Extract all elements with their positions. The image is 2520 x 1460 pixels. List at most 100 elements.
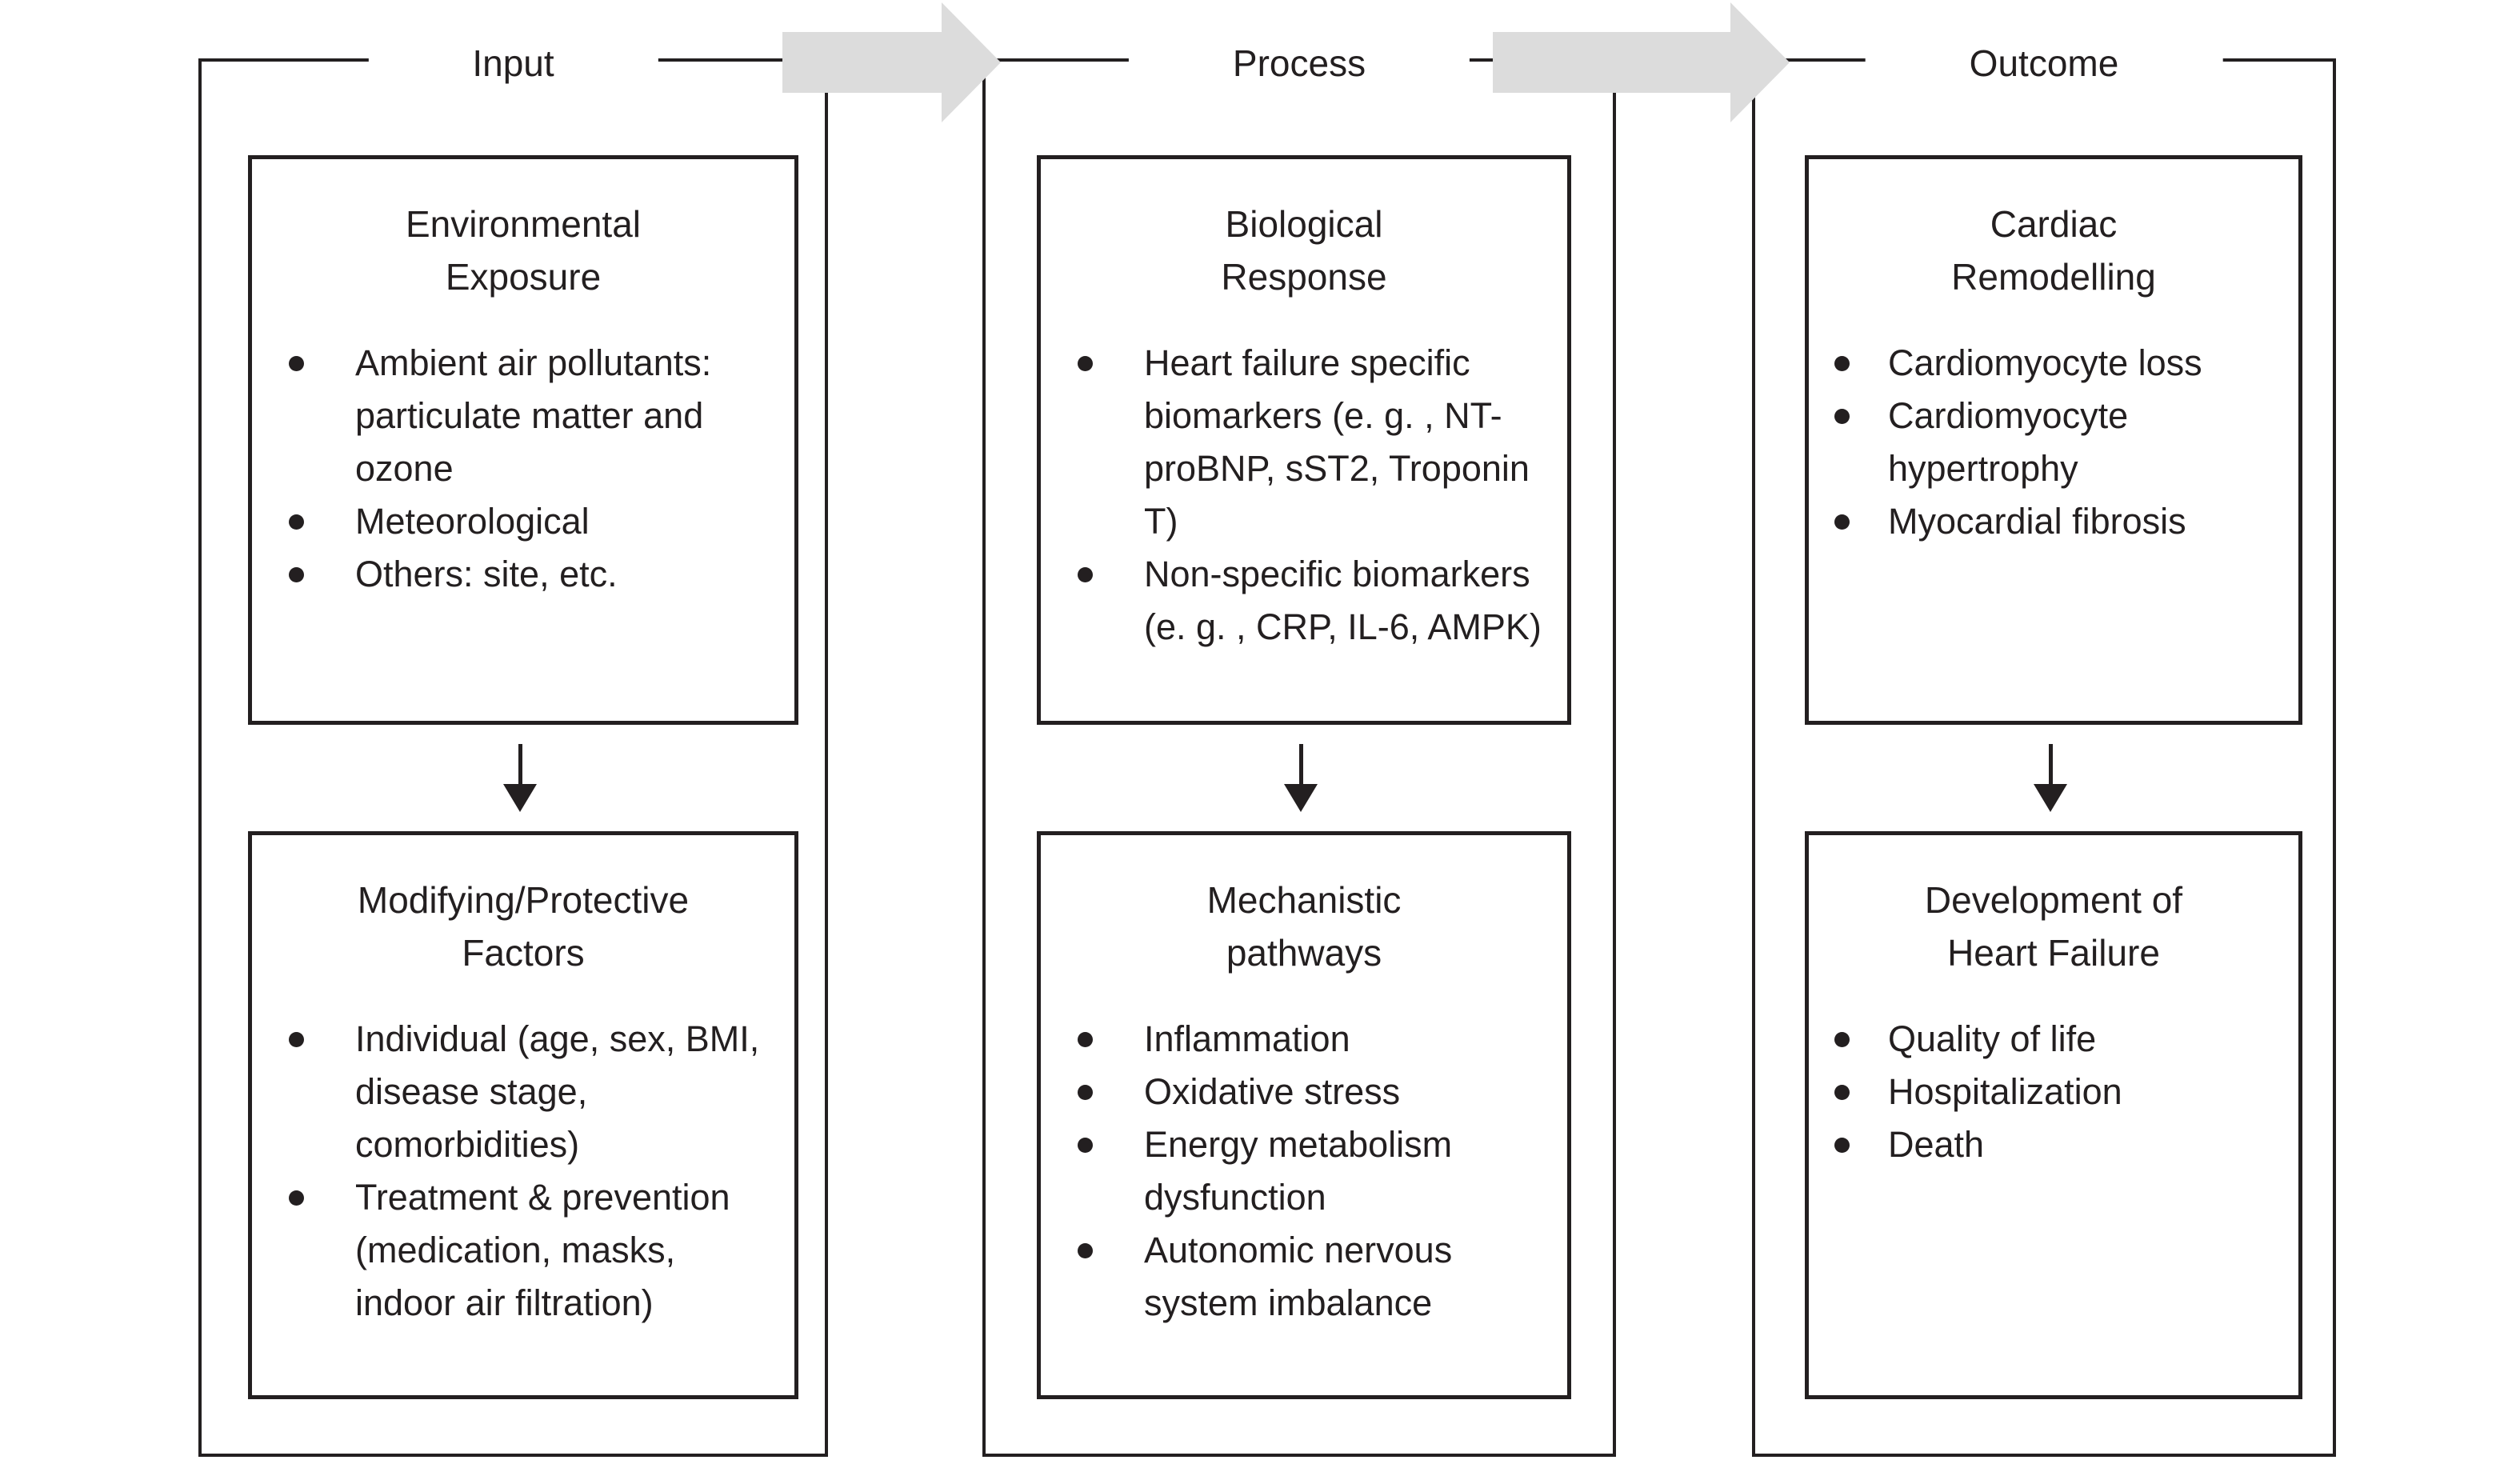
down-arrow-head bbox=[503, 784, 537, 812]
box-biological-response: Biological Response Heart failure specif… bbox=[1037, 155, 1571, 725]
bullet-item: Oxidative stress bbox=[1041, 1066, 1567, 1118]
bullet-dot-icon bbox=[1834, 1085, 1850, 1100]
box-development-of-heart-failure: Development of Heart Failure Quality of … bbox=[1805, 831, 2302, 1399]
bullet-dot-icon bbox=[1834, 1032, 1850, 1047]
bullet-item: Ambient air pollutants: particulate matt… bbox=[252, 337, 794, 495]
bullet-text: Quality of life bbox=[1888, 1018, 2097, 1059]
bullet-dot-icon bbox=[1078, 567, 1093, 582]
down-arrow-icon bbox=[2033, 744, 2068, 812]
bullet-text: Myocardial fibrosis bbox=[1888, 501, 2186, 542]
bullet-item: Cardiomyocyte loss bbox=[1809, 337, 2298, 390]
box-title: Development of Heart Failure bbox=[1809, 874, 2298, 979]
down-arrow-icon bbox=[1283, 744, 1318, 812]
bullet-item: Meteorological bbox=[252, 495, 794, 548]
bullet-dot-icon bbox=[1834, 1138, 1850, 1153]
bullet-text: Cardiomyocyte hypertrophy bbox=[1888, 395, 2129, 489]
box-title-line: pathways bbox=[1226, 932, 1382, 974]
bullet-dot-icon bbox=[1834, 409, 1850, 424]
box-title: Mechanistic pathways bbox=[1041, 874, 1567, 979]
box-modifying-protective-factors: Modifying/Protective Factors Individual … bbox=[248, 831, 798, 1399]
down-arrow-head bbox=[1284, 784, 1318, 812]
box-title-line: Biological bbox=[1225, 203, 1383, 245]
column-header-label: Process bbox=[1128, 37, 1470, 90]
bullet-text: Autonomic nervous system imbalance bbox=[1144, 1230, 1453, 1323]
box-title-line: Development of bbox=[1924, 879, 2183, 921]
flow-arrow-right-icon bbox=[782, 2, 1001, 122]
bullet-item: Hospitalization bbox=[1809, 1066, 2298, 1118]
box-title-line: Remodelling bbox=[1951, 256, 2156, 298]
bullet-dot-icon bbox=[1834, 514, 1850, 530]
flow-arrow-body bbox=[1493, 32, 1730, 93]
box-title: Modifying/Protective Factors bbox=[252, 874, 794, 979]
bullet-list: Ambient air pollutants: particulate matt… bbox=[252, 337, 794, 601]
bullet-text: Death bbox=[1888, 1124, 1985, 1165]
bullet-list: Inflammation Oxidative stress Energy met… bbox=[1041, 1013, 1567, 1330]
bullet-item: Others: site, etc. bbox=[252, 548, 794, 601]
box-title-line: Factors bbox=[462, 932, 585, 974]
bullet-item: Non-specific biomarkers (e. g. , CRP, IL… bbox=[1041, 548, 1567, 654]
bullet-text: Heart failure specific biomarkers (e. g.… bbox=[1144, 342, 1530, 542]
bullet-dot-icon bbox=[1078, 1243, 1093, 1258]
column-header-label: Outcome bbox=[1865, 37, 2223, 90]
bullet-list: Cardiomyocyte loss Cardiomyocyte hypertr… bbox=[1809, 337, 2298, 548]
down-arrow-shaft bbox=[518, 744, 522, 784]
column-input: Input Environmental Exposure Ambient air… bbox=[198, 37, 828, 1457]
bullet-dot-icon bbox=[289, 1190, 304, 1206]
bullet-dot-icon bbox=[289, 567, 304, 582]
bullet-dot-icon bbox=[1078, 1085, 1093, 1100]
box-title-line: Mechanistic bbox=[1206, 879, 1402, 921]
box-title-line: Response bbox=[1221, 256, 1387, 298]
bullet-item: Energy metabolism dysfunction bbox=[1041, 1118, 1567, 1224]
bullet-text: Hospitalization bbox=[1888, 1071, 2122, 1112]
bullet-list: Individual (age, sex, BMI, disease stage… bbox=[252, 1013, 794, 1330]
bullet-dot-icon bbox=[289, 514, 304, 530]
bullet-item: Autonomic nervous system imbalance bbox=[1041, 1224, 1567, 1330]
box-cardiac-remodelling: Cardiac Remodelling Cardiomyocyte loss C… bbox=[1805, 155, 2302, 725]
bullet-dot-icon bbox=[1834, 356, 1850, 371]
bullet-item: Cardiomyocyte hypertrophy bbox=[1809, 390, 2298, 495]
box-title-line: Modifying/Protective bbox=[357, 879, 690, 921]
flow-arrow-head bbox=[942, 2, 1001, 122]
box-title: Biological Response bbox=[1041, 198, 1567, 303]
flow-arrow-head bbox=[1730, 2, 1790, 122]
bullet-item: Heart failure specific biomarkers (e. g.… bbox=[1041, 337, 1567, 548]
bullet-item: Inflammation bbox=[1041, 1013, 1567, 1066]
down-arrow-head bbox=[2034, 784, 2067, 812]
flow-arrow-body bbox=[782, 32, 942, 93]
column-header-label: Input bbox=[368, 37, 658, 90]
bullet-dot-icon bbox=[289, 356, 304, 371]
bullet-text: Oxidative stress bbox=[1144, 1071, 1401, 1112]
box-title-line: Heart Failure bbox=[1947, 932, 2160, 974]
bullet-text: Meteorological bbox=[355, 501, 590, 542]
bullet-item: Myocardial fibrosis bbox=[1809, 495, 2298, 548]
bullet-text: Ambient air pollutants: particulate matt… bbox=[355, 342, 712, 489]
bullet-text: Energy metabolism dysfunction bbox=[1144, 1124, 1453, 1218]
bullet-text: Treatment & prevention (medication, mask… bbox=[355, 1177, 730, 1323]
bullet-list: Quality of life Hospitalization Death bbox=[1809, 1013, 2298, 1171]
down-arrow-shaft bbox=[2048, 744, 2053, 784]
bullet-dot-icon bbox=[1078, 356, 1093, 371]
flow-arrow-right-icon bbox=[1493, 2, 1790, 122]
box-title-line: Cardiac bbox=[1990, 203, 2118, 245]
bullet-text: Others: site, etc. bbox=[355, 554, 618, 594]
bullet-text: Individual (age, sex, BMI, disease stage… bbox=[355, 1018, 760, 1165]
column-process: Process Biological Response Heart failur… bbox=[982, 37, 1616, 1457]
bullet-text: Inflammation bbox=[1144, 1018, 1350, 1059]
bullet-item: Individual (age, sex, BMI, disease stage… bbox=[252, 1013, 794, 1171]
bullet-text: Cardiomyocyte loss bbox=[1888, 342, 2202, 383]
down-arrow-icon bbox=[502, 744, 538, 812]
down-arrow-shaft bbox=[1298, 744, 1303, 784]
bullet-text: Non-specific biomarkers (e. g. , CRP, IL… bbox=[1144, 554, 1542, 647]
column-outcome: Outcome Cardiac Remodelling Cardiomyocyt… bbox=[1752, 37, 2336, 1457]
bullet-dot-icon bbox=[1078, 1138, 1093, 1153]
bullet-dot-icon bbox=[1078, 1032, 1093, 1047]
bullet-item: Quality of life bbox=[1809, 1013, 2298, 1066]
bullet-list: Heart failure specific biomarkers (e. g.… bbox=[1041, 337, 1567, 654]
box-environmental-exposure: Environmental Exposure Ambient air pollu… bbox=[248, 155, 798, 725]
box-title: Environmental Exposure bbox=[252, 198, 794, 303]
bullet-item: Treatment & prevention (medication, mask… bbox=[252, 1171, 794, 1330]
box-title: Cardiac Remodelling bbox=[1809, 198, 2298, 303]
bullet-item: Death bbox=[1809, 1118, 2298, 1171]
bullet-dot-icon bbox=[289, 1032, 304, 1047]
